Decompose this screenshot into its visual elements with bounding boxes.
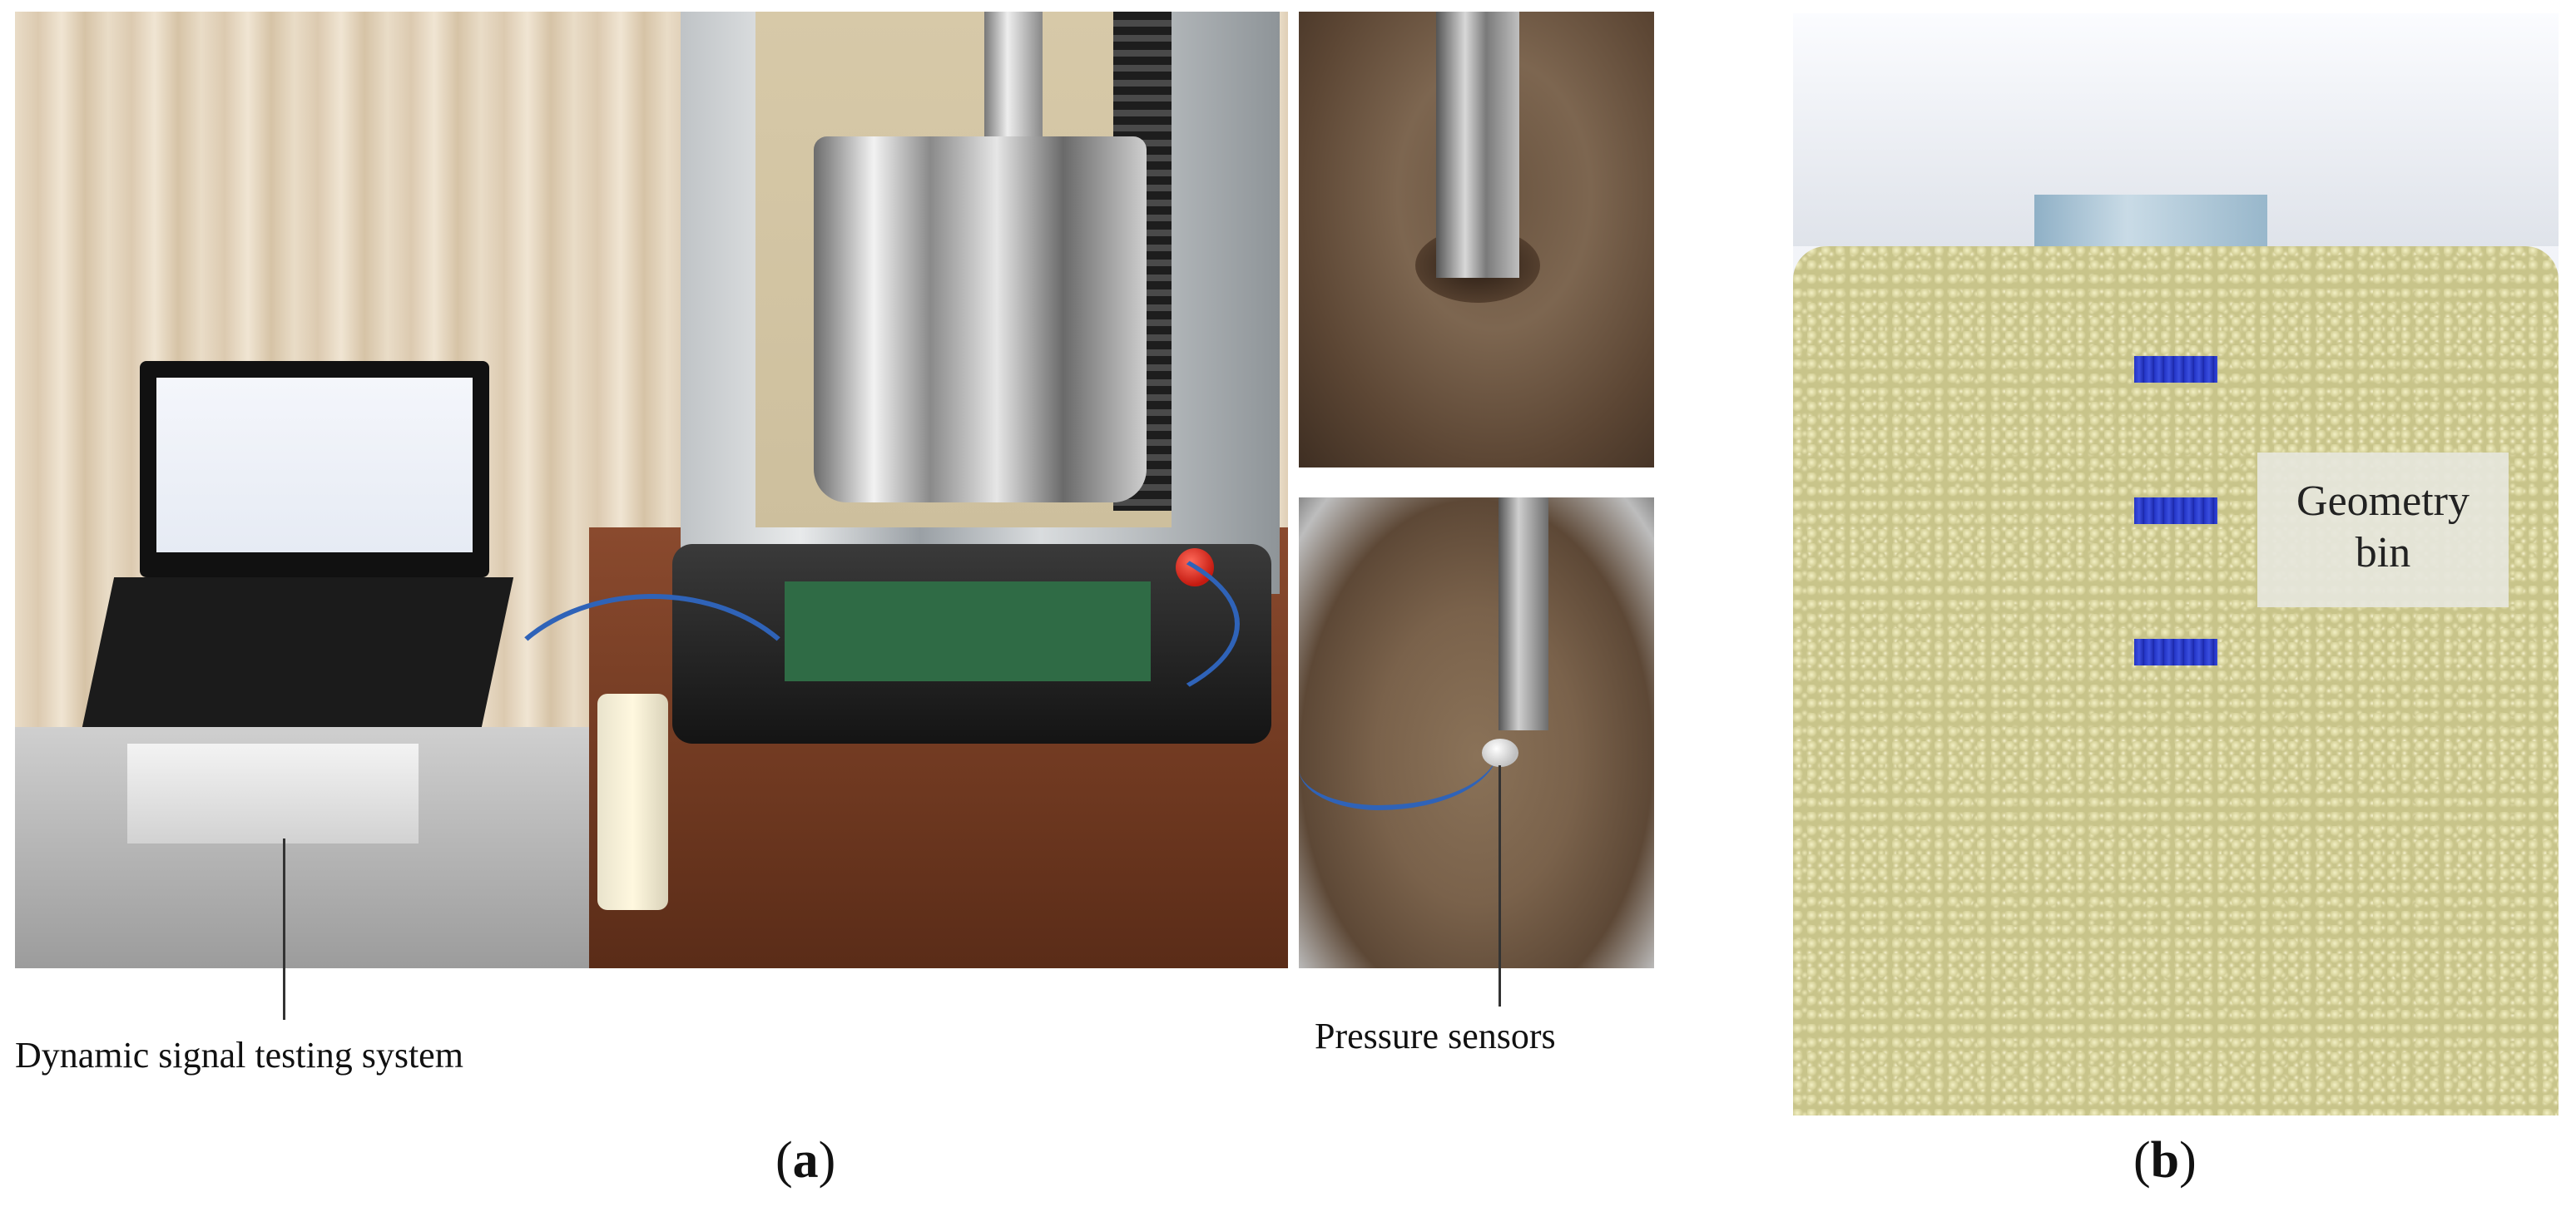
caption-pressure-sensors: Pressure sensors <box>1315 1016 1556 1056</box>
geometry-bin-label: Geometry bin <box>2257 453 2509 607</box>
label-open-paren: ( <box>775 1132 793 1189</box>
signal-acquisition-unit <box>127 744 419 843</box>
panel-label-a: (a) <box>775 1131 835 1190</box>
pressure-sensor-disc <box>1482 739 1518 767</box>
lab-setup-photo <box>15 12 1288 968</box>
geometry-bin-line2: bin <box>2355 529 2411 576</box>
leader-line-pressure <box>1499 765 1501 1007</box>
simulated-sensor <box>2134 639 2217 665</box>
simulated-sensor <box>2134 356 2217 383</box>
soil-probe-photo <box>1299 12 1654 467</box>
panel-label-b: (b) <box>2133 1131 2197 1190</box>
laptop-keyboard <box>82 577 514 727</box>
sensor-cable <box>1299 705 1499 810</box>
probe-shaft <box>1436 12 1519 278</box>
label-close-paren: ) <box>2179 1132 2197 1189</box>
emergency-stop-button <box>1176 548 1214 586</box>
dem-simulation-render: Geometry bin <box>1793 13 2559 1115</box>
pressure-sensor-photo <box>1299 497 1654 968</box>
blue-cable <box>481 594 824 853</box>
particle-bed <box>1793 246 2559 1115</box>
geometry-bin-line1: Geometry <box>2296 477 2469 525</box>
leader-line-signal <box>283 838 285 1020</box>
label-open-paren: ( <box>2133 1132 2151 1189</box>
label-letter: b <box>2150 1132 2180 1189</box>
machine-tray <box>785 581 1151 681</box>
blue-cable <box>647 511 1240 737</box>
laptop-display <box>156 378 473 552</box>
caption-signal-system: Dynamic signal testing system <box>15 1035 463 1076</box>
probe-shaft <box>1499 497 1548 730</box>
simulated-sensor <box>2134 497 2217 524</box>
steel-bucket <box>814 136 1147 502</box>
label-letter: a <box>792 1132 819 1189</box>
label-close-paren: ) <box>818 1132 836 1189</box>
